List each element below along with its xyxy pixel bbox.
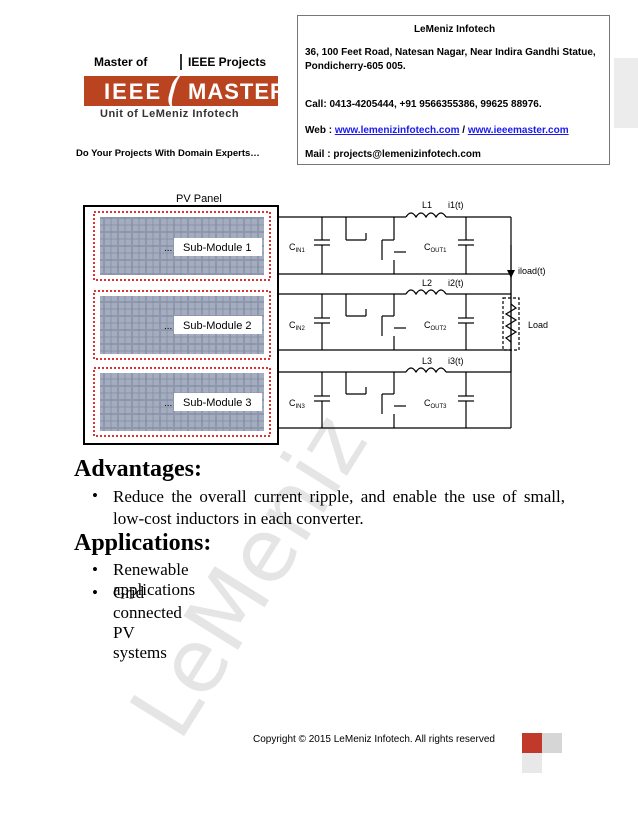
sub-module-2: ... Sub-Module 2 (93, 290, 271, 360)
tagline: Do Your Projects With Domain Experts… (76, 148, 260, 159)
advantages-text: Reduce the overall current ripple, and e… (113, 487, 565, 528)
sub-module-2-label: Sub-Module 2 (183, 320, 252, 332)
contact-box: LeMeniz Infotech 36, 100 Feet Road, Nate… (297, 15, 610, 165)
footer-square-light (522, 753, 542, 773)
bullet-icon: • (92, 583, 98, 602)
cout-2-label: COUT2 (424, 320, 447, 332)
logo-band-right: MASTER (188, 79, 287, 104)
pv-panel-label: PV Panel (176, 193, 222, 205)
pv-submodule-converter-diagram: PV Panel ... Sub-Module 1 ... Sub-Module… (83, 193, 548, 445)
inductor-1-label: L1 (422, 200, 432, 210)
converter-circuits (278, 212, 520, 429)
load-label: Load (528, 320, 548, 330)
logo-subtitle: Unit of LeMeniz Infotech (100, 108, 240, 120)
contact-web: Web : www.lemenizinfotech.com / www.ieee… (305, 125, 569, 136)
sub-module-3-label: Sub-Module 3 (183, 397, 252, 409)
footer-copyright: Copyright © 2015 LeMeniz Infotech. All r… (253, 734, 495, 745)
applications-heading: Applications: (74, 530, 212, 556)
dots-3: ... (164, 398, 172, 409)
sub-module-3: ... Sub-Module 3 (93, 367, 271, 437)
logo-band: IEEE MASTER (84, 74, 286, 108)
logo-top-right: IEEE Projects (188, 55, 267, 69)
web-label: Web : (305, 125, 335, 136)
cout-1-label: COUT1 (424, 242, 447, 254)
web-separator: / (459, 125, 468, 136)
inductor-3-label: L3 (422, 356, 432, 366)
logo-band-left: IEEE (104, 79, 163, 104)
iload-label: iload(t) (518, 266, 546, 276)
ieee-master-logo: Master of IEEE Projects IEEE MASTER Unit… (84, 50, 286, 124)
cin-1-label: CIN1 (289, 242, 306, 254)
applications-item-1-text: Renewable applications (113, 560, 196, 599)
advantages-heading: Advantages: (74, 456, 203, 482)
inductor-2-label: L2 (422, 278, 432, 288)
contact-title: LeMeniz Infotech (413, 24, 496, 35)
logo-divider (180, 54, 182, 70)
bullet-icon: • (92, 560, 98, 579)
pv-panel-frame (83, 205, 279, 445)
dots-2: ... (164, 321, 172, 332)
current-3-label: i3(t) (448, 356, 464, 366)
current-1-label: i1(t) (448, 200, 464, 210)
cin-3-label: CIN3 (289, 398, 306, 410)
logo-top-row: Master of IEEE Projects (84, 50, 278, 74)
side-decoration-bar (614, 58, 638, 128)
applications-item-2-text: Grid connected PV systems (113, 583, 182, 662)
footer-square-red (522, 733, 542, 753)
cin-2-label: CIN2 (289, 320, 306, 332)
footer-square-gray (542, 733, 562, 753)
web-link-lemeniz[interactable]: www.lemenizinfotech.com (334, 125, 460, 136)
dots-1: ... (164, 243, 172, 254)
bullet-icon: • (92, 486, 98, 505)
sub-module-1: ... Sub-Module 1 (93, 211, 271, 281)
cout-3-label: COUT3 (424, 398, 447, 410)
contact-address: 36, 100 Feet Road, Natesan Nagar, Near I… (305, 47, 596, 72)
sub-module-1-label: Sub-Module 1 (183, 242, 252, 254)
contact-mail: Mail : projects@lemenizinfotech.com (305, 149, 481, 160)
iload-arrow-icon (507, 270, 515, 278)
web-link-ieeemaster[interactable]: www.ieeemaster.com (467, 125, 569, 136)
logo-top-left: Master of (94, 55, 148, 69)
current-2-label: i2(t) (448, 278, 464, 288)
contact-phone: Call: 0413-4205444, +91 9566355386, 9962… (305, 99, 542, 110)
